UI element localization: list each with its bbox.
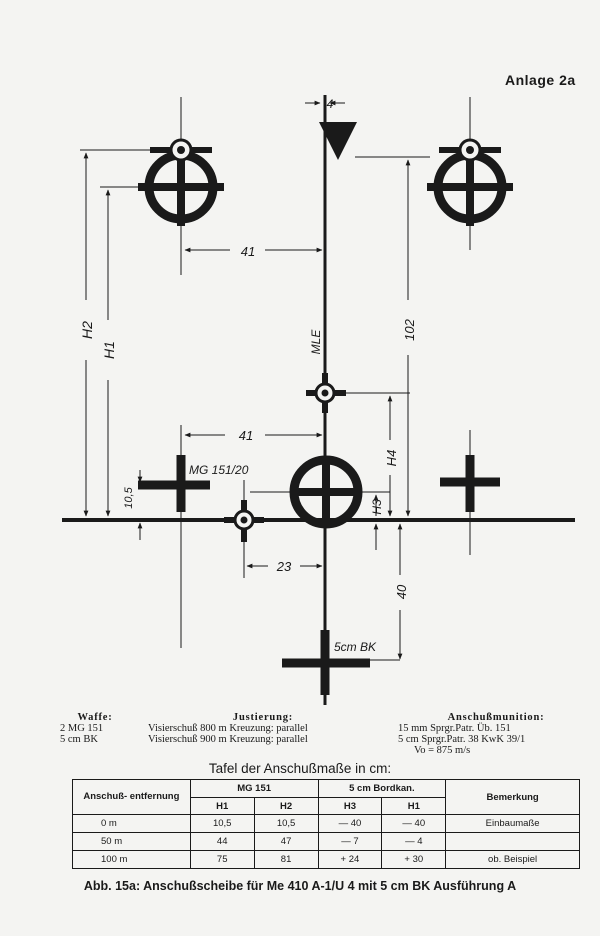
legend-ammunition-row: 15 mm Sprgr.Patr. Üb. 151 bbox=[398, 723, 511, 734]
header-bk: 5 cm Bordkan. bbox=[317, 779, 447, 798]
table-cell: + 30 bbox=[381, 850, 447, 869]
header-h1: H1 bbox=[189, 797, 255, 815]
table-row: 0 m 10,5 10,5 — 40 — 40 Einbaumaße bbox=[72, 814, 580, 833]
table-cell: 0 m bbox=[72, 814, 191, 833]
header-h2: H2 bbox=[253, 797, 319, 815]
table-cell: + 24 bbox=[317, 850, 383, 869]
table-cell: Einbaumaße bbox=[445, 814, 580, 833]
table-cell: 47 bbox=[253, 832, 319, 851]
legend-weapon-row: 2 MG 151 bbox=[60, 723, 104, 734]
sight-triangle bbox=[319, 122, 357, 160]
dim-23: 23 bbox=[276, 559, 292, 574]
dim-41-top: 41 bbox=[241, 244, 255, 259]
table-cell: — 40 bbox=[381, 814, 447, 833]
legend-ammunition-row: Vo = 875 m/s bbox=[414, 745, 471, 756]
target-center bbox=[289, 455, 363, 529]
table-cell: 44 bbox=[189, 832, 255, 851]
header-mg: MG 151 bbox=[189, 779, 319, 798]
reticle-mle bbox=[306, 373, 346, 413]
legend-ammunition-header: Anschußmunition: bbox=[447, 712, 545, 723]
dimension-lines bbox=[83, 152, 411, 660]
table-cell: 10,5 bbox=[189, 814, 255, 833]
target-top-left bbox=[138, 138, 224, 226]
cross-bk bbox=[282, 630, 370, 695]
header-h3: H3 bbox=[317, 797, 383, 815]
table-cell: — 40 bbox=[317, 814, 383, 833]
legend-weapon-header: Waffe: bbox=[77, 712, 113, 723]
dim-40: 40 bbox=[394, 584, 409, 599]
dim-10-5: 10,5 bbox=[123, 486, 135, 508]
target-diagram: 4 bbox=[62, 95, 575, 705]
measurement-table: Anschuß- entfernung MG 151 5 cm Bordkan.… bbox=[72, 779, 580, 869]
table-row: 100 m 75 81 + 24 + 30 ob. Beispiel bbox=[72, 850, 580, 869]
legend-weapon: Waffe: 2 MG 151 5 cm BK bbox=[60, 712, 130, 745]
legend-adjustment-header: Justierung: bbox=[232, 712, 294, 723]
header-remark: Bemerkung bbox=[445, 779, 580, 815]
h1-label: H1 bbox=[101, 341, 117, 359]
table-cell: 50 m bbox=[72, 832, 191, 851]
target-top-right bbox=[427, 138, 513, 226]
cross-mg bbox=[138, 455, 210, 512]
table-cell: ob. Beispiel bbox=[445, 850, 580, 869]
legend-adjustment-row: Visierschuß 800 m Kreuzung: parallel bbox=[148, 723, 308, 734]
legend-adjustment: Justierung: Visierschuß 800 m Kreuzung: … bbox=[148, 712, 378, 745]
weapon-legend: Waffe: 2 MG 151 5 cm BK Justierung: Visi… bbox=[0, 712, 600, 762]
bk-label: 5cm BK bbox=[334, 640, 377, 654]
annex-label: Anlage 2a bbox=[505, 72, 576, 88]
header-h1b: H1 bbox=[381, 797, 447, 815]
table-cell: 100 m bbox=[72, 850, 191, 869]
cross-right bbox=[440, 455, 500, 512]
table-header-row: Anschuß- entfernung MG 151 5 cm Bordkan.… bbox=[72, 779, 580, 815]
mle-label: MLE bbox=[309, 329, 323, 355]
legend-ammunition-row: 5 cm Sprgr.Patr. 38 KwK 39/1 bbox=[398, 734, 526, 745]
dim-41-mid: 41 bbox=[239, 428, 253, 443]
table-cell: — 4 bbox=[381, 832, 447, 851]
h4-label: H4 bbox=[384, 450, 399, 467]
table-cell: 75 bbox=[189, 850, 255, 869]
measurement-table-wrap: Anschuß- entfernung MG 151 5 cm Bordkan.… bbox=[72, 779, 580, 871]
table-cell: 81 bbox=[253, 850, 319, 869]
legend-weapon-row: 5 cm BK bbox=[60, 734, 98, 745]
header-distance: Anschuß- entfernung bbox=[72, 779, 191, 815]
table-cell: 10,5 bbox=[253, 814, 319, 833]
table-row: 50 m 44 47 — 7 — 4 bbox=[72, 832, 580, 851]
table-title: Tafel der Anschußmaße in cm: bbox=[208, 761, 392, 776]
top-gap-label: 4 bbox=[327, 97, 334, 111]
h2-label: H2 bbox=[79, 321, 95, 339]
legend-ammunition: Anschußmunition: 15 mm Sprgr.Patr. Üb. 1… bbox=[398, 712, 594, 756]
h3-label: H3 bbox=[370, 499, 384, 515]
table-cell bbox=[445, 832, 580, 851]
dim-102: 102 bbox=[402, 318, 417, 340]
figure-caption: Abb. 15a: Anschußscheibe für Me 410 A-1/… bbox=[83, 879, 517, 893]
table-cell: — 7 bbox=[317, 832, 383, 851]
reticle-bottom-left bbox=[224, 500, 264, 542]
reference-lines bbox=[80, 97, 471, 661]
legend-adjustment-row: Visierschuß 900 m Kreuzung: parallel bbox=[148, 734, 308, 745]
mg-label: MG 151/20 bbox=[189, 463, 249, 477]
